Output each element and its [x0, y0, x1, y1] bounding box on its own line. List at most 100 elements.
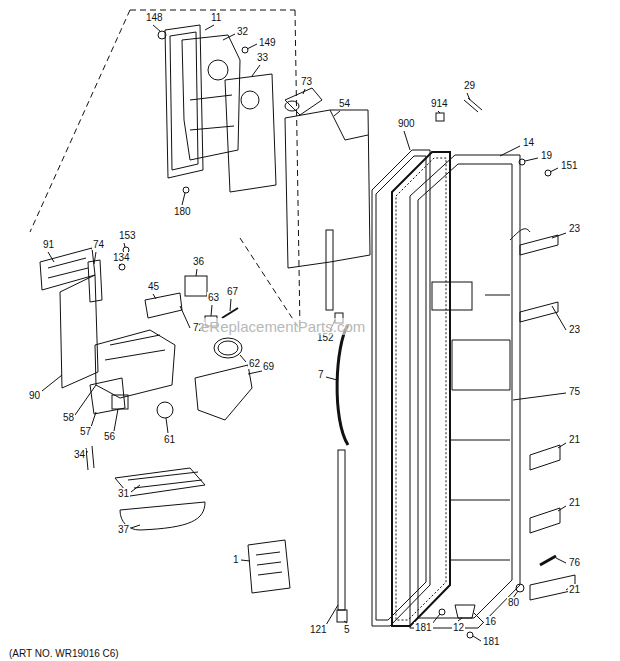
funnel: [285, 88, 322, 115]
callout-number: 62: [248, 358, 261, 369]
door-shelf: [520, 302, 558, 322]
plug: [436, 113, 444, 121]
hinge-pin: [464, 98, 482, 112]
callout-number: 21: [568, 584, 581, 595]
screw: [119, 264, 125, 270]
liner-detail: [452, 295, 510, 390]
wire: [510, 229, 530, 240]
callout-number: 900: [397, 118, 416, 129]
watermark: eReplacementParts.com: [200, 318, 366, 335]
callout-number: 34: [73, 449, 86, 460]
door-panel: [372, 150, 430, 626]
bracket: [145, 293, 182, 318]
screw: [545, 170, 551, 176]
callout-number: 181: [414, 622, 433, 633]
callout-number: 67: [226, 286, 239, 297]
gasket: [392, 152, 450, 626]
callout-number: 16: [484, 616, 497, 627]
hinge: [455, 605, 475, 618]
callout-number: 180: [173, 206, 192, 217]
spring: [540, 556, 556, 565]
dispenser-module: [95, 330, 175, 398]
callout-number: 37: [117, 524, 130, 535]
ice-guide: [195, 365, 252, 420]
callout-number: 21: [568, 434, 581, 445]
screw: [183, 187, 189, 193]
wire-harness: [86, 446, 94, 470]
callout-number: 36: [192, 256, 205, 267]
callout-number: 74: [92, 239, 105, 250]
callout-number: 14: [522, 137, 535, 148]
callout-number: 149: [258, 37, 277, 48]
callout-number: 5: [343, 624, 351, 635]
bushing: [516, 584, 524, 592]
dispenser-recess: [432, 282, 472, 310]
seal-ring: [218, 341, 238, 355]
housing-detail: [330, 110, 368, 140]
screw: [519, 159, 525, 165]
plate-hole: [241, 91, 259, 109]
callout-number: 23: [568, 223, 581, 234]
callout-number: 80: [507, 597, 520, 608]
valve: [112, 395, 128, 409]
callout-number: 73: [300, 76, 313, 87]
shelf-rail: [450, 440, 510, 560]
leader-lines: [42, 25, 575, 641]
panel-detail: [48, 258, 88, 278]
door-shelf: [530, 508, 560, 533]
callout-number: 181: [482, 636, 501, 647]
callout-number: 54: [338, 98, 351, 109]
screw: [158, 31, 166, 39]
callout-number: 57: [79, 426, 92, 437]
plate: [225, 74, 276, 192]
callout-number: 91: [42, 239, 55, 250]
callout-number: 32: [236, 26, 249, 37]
callout-number: 153: [118, 230, 137, 241]
dispenser-housing: [285, 110, 370, 268]
gasket: [396, 158, 446, 620]
callout-number: 23: [568, 324, 581, 335]
callout-number: 69: [262, 361, 275, 372]
bracket: [88, 260, 102, 302]
door-liner: [410, 155, 520, 628]
callout-number: 148: [145, 12, 164, 23]
callout-number: 1: [232, 554, 240, 565]
callout-number: 31: [117, 488, 130, 499]
callout-number: 75: [568, 386, 581, 397]
fitting: [157, 402, 173, 418]
callout-number: 151: [560, 160, 579, 171]
callout-number: 29: [463, 80, 476, 91]
switch: [185, 276, 207, 296]
callout-number: 12: [452, 622, 465, 633]
callout-number: 63: [207, 292, 220, 303]
group-outline: [30, 10, 300, 330]
callout-number: 45: [147, 281, 160, 292]
chute-opening: [208, 60, 228, 80]
callout-number: 7: [317, 369, 325, 380]
trim-strip: [338, 450, 345, 610]
callout-number: 33: [256, 52, 269, 63]
callout-number: 11: [210, 12, 222, 23]
chute-housing: [182, 35, 240, 160]
art-number: (ART NO. WR19016 C6): [8, 648, 120, 659]
callout-number: 121: [309, 624, 328, 635]
control-panel: [40, 248, 95, 290]
callout-number: 90: [28, 390, 41, 401]
funnel-end: [285, 101, 299, 111]
screw: [467, 632, 473, 638]
drip-tray: [120, 502, 205, 530]
callout-number: 58: [62, 412, 75, 423]
screw: [242, 47, 248, 53]
callout-number: 61: [163, 434, 176, 445]
manual: [248, 540, 290, 593]
callout-number: 134: [112, 252, 131, 263]
rod: [326, 230, 333, 310]
module-detail: [105, 335, 165, 360]
callout-number: 21: [568, 497, 581, 508]
circuit-board: [60, 275, 98, 388]
seal-ring: [214, 338, 242, 358]
manual-text-lines: [256, 552, 282, 575]
door-liner: [418, 164, 512, 618]
callout-number: 76: [568, 557, 581, 568]
bracket: [337, 610, 347, 622]
